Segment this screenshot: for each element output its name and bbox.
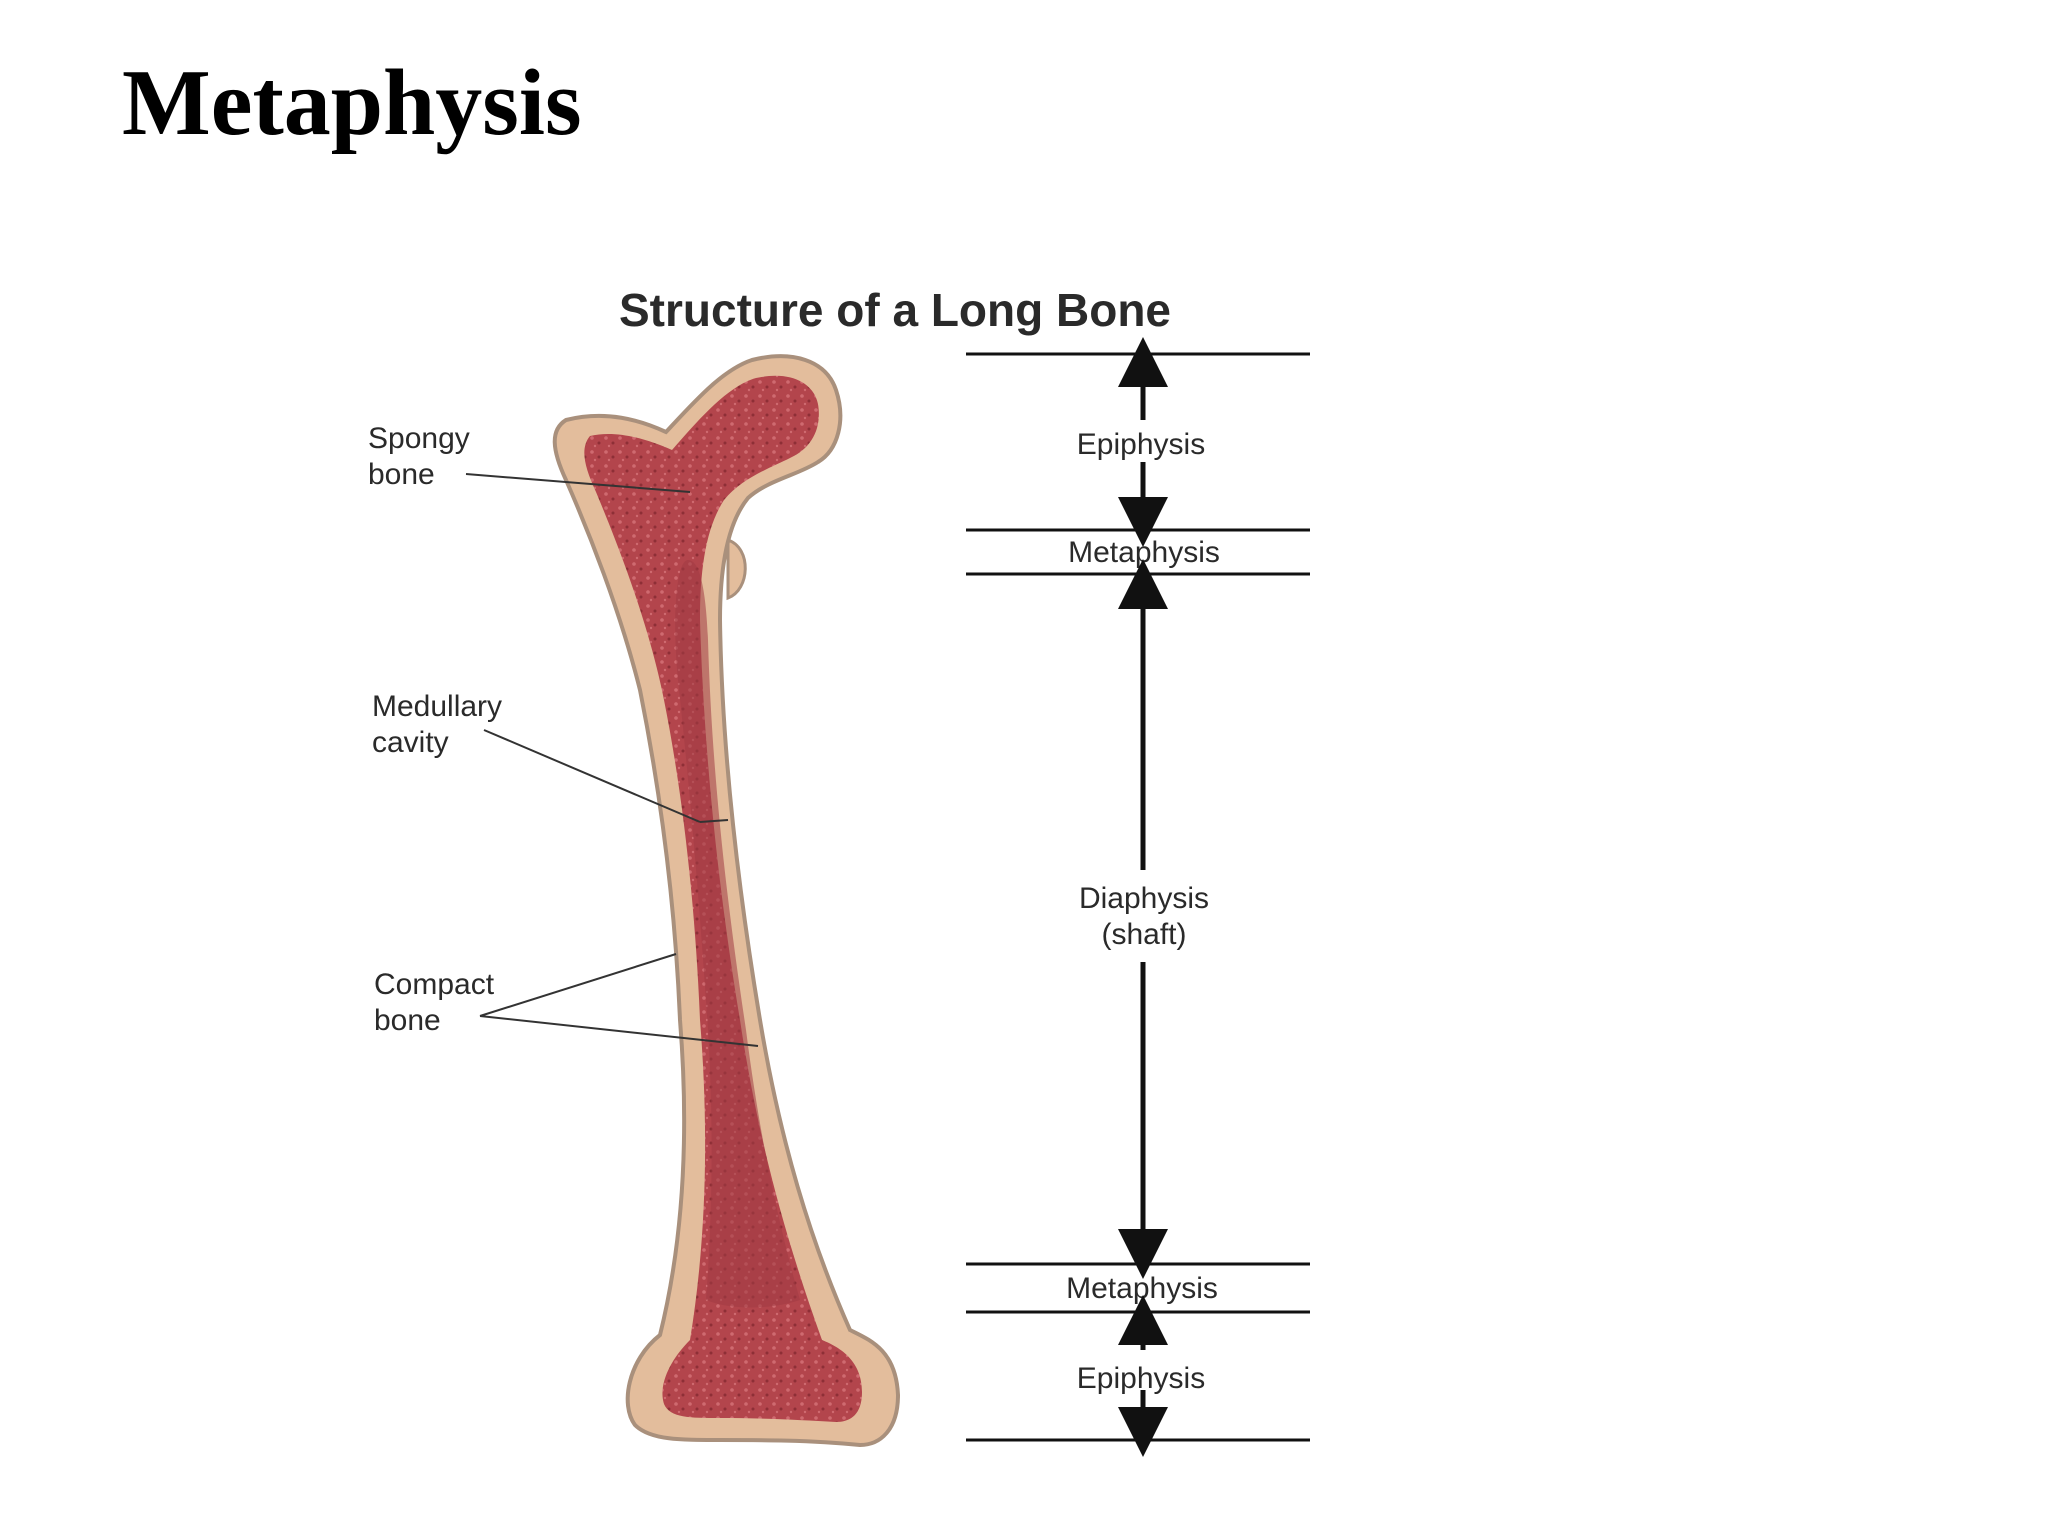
medullary-cavity-label-line1: Medullary (372, 690, 502, 723)
svg-text:Diaphysis: Diaphysis (1079, 882, 1209, 915)
region-label-bottom-metaphysis: Metaphysis (1066, 1272, 1218, 1305)
svg-text:cavity: cavity (372, 726, 449, 759)
region-label-diaphysis-line2: (shaft) (1101, 918, 1186, 951)
svg-text:Compact: Compact (374, 968, 495, 1001)
label-medullary-cavity: Medullary cavity (372, 690, 729, 823)
spongy-bone-leader-line (465, 473, 691, 493)
spongy-bone-label-line2: bone (368, 458, 435, 491)
region-label-diaphysis-line1: Diaphysis (1079, 882, 1209, 915)
region-scale: Epiphysis Metaphysis Diaphysis (shaft) M… (966, 337, 1310, 1457)
svg-text:Medullary: Medullary (372, 690, 502, 723)
svg-text:Spongy: Spongy (368, 422, 470, 455)
medullary-cavity-leader-tick (699, 819, 729, 823)
bone-marrow (584, 375, 862, 1423)
compact-bone-leader-line-2 (479, 1015, 759, 1047)
spongy-bone-label-line1: Spongy (368, 422, 470, 455)
label-compact-bone: Compact bone (374, 953, 759, 1047)
svg-text:bone: bone (374, 1004, 441, 1037)
figure-title: Structure of a Long Bone (619, 284, 1171, 336)
compact-bone-label-line1: Compact (374, 968, 495, 1001)
lesser-trochanter (726, 537, 747, 601)
medullary-cavity (675, 560, 800, 1308)
region-label-top-metaphysis: Metaphysis (1068, 536, 1220, 569)
compact-bone-label-line2: bone (374, 1004, 441, 1037)
medullary-cavity-leader-line (483, 729, 701, 823)
slide-title: Metaphysis (122, 51, 582, 155)
label-spongy-bone: Spongy bone (368, 422, 691, 493)
compact-bone-leader-line-1 (479, 953, 677, 1017)
medullary-cavity-label-line2: cavity (372, 726, 449, 759)
svg-text:bone: bone (368, 458, 435, 491)
bone-illustration (552, 354, 901, 1448)
region-label-bottom-epiphysis: Epiphysis (1077, 1362, 1205, 1395)
svg-text:(shaft): (shaft) (1101, 918, 1186, 951)
region-label-top-epiphysis: Epiphysis (1077, 428, 1205, 461)
